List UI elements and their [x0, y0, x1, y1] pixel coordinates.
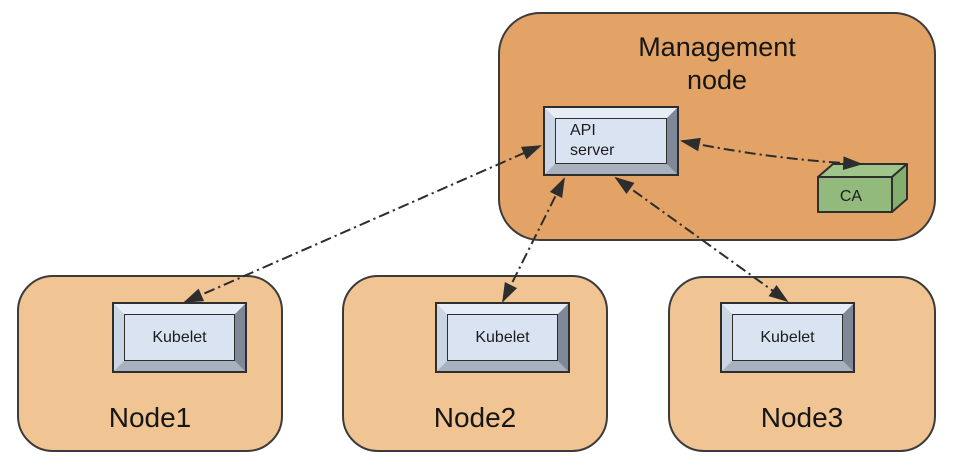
kubelet3-box: Kubelet	[720, 302, 855, 373]
api-server-label: API server	[555, 118, 667, 164]
api-server-bevel-frame	[545, 108, 677, 174]
kubelet1-label: Kubelet	[124, 314, 235, 361]
kubelet1-box: Kubelet	[112, 302, 247, 373]
node2-label: Node2	[433, 402, 517, 433]
kubelet2-label: Kubelet	[447, 314, 558, 361]
kubelet1-bevel-frame	[114, 304, 245, 371]
management-node-label: Management node	[638, 32, 796, 95]
kubelet3-bevel-frame	[722, 304, 853, 371]
ca-label: CA	[840, 188, 863, 205]
ca-box: CA	[817, 163, 908, 213]
kubelet2-bevel-frame	[437, 304, 568, 371]
node1-label: Node1	[108, 402, 192, 433]
kubelet3-label: Kubelet	[732, 314, 843, 361]
api-server-box: API server	[543, 106, 679, 176]
ca-front-face	[817, 176, 893, 213]
kubelet2-box: Kubelet	[435, 302, 570, 373]
node3-label: Node3	[760, 402, 844, 433]
